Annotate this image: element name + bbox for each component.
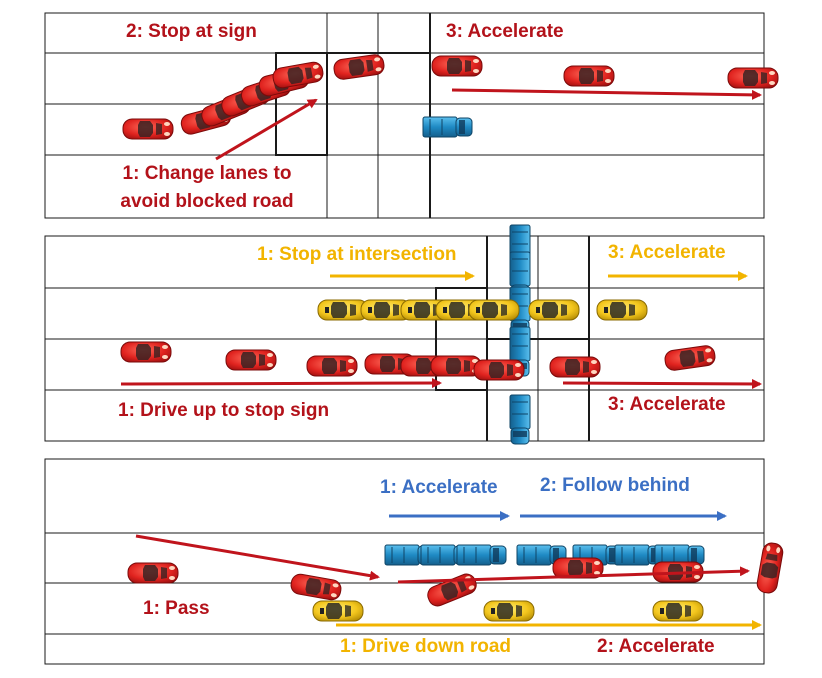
label-drive-up: 1: Drive up to stop sign — [118, 400, 329, 421]
red-car-icon — [225, 349, 277, 371]
panel-1-border — [44, 12, 765, 219]
red-car-icon — [431, 55, 483, 77]
label-accelerate-bottom: 3: Accelerate — [608, 394, 726, 415]
blue-truck-icon — [456, 544, 507, 566]
label-accelerate-blue: 1: Accelerate — [380, 477, 498, 498]
panel-3: 1: Accelerate 2: Follow behind 1: Pass 1… — [44, 458, 785, 665]
label-accelerate-red: 2: Accelerate — [597, 636, 715, 657]
blue-truck-icon — [509, 394, 531, 445]
panel-1: 2: Stop at sign 3: Accelerate 1: Change … — [44, 12, 779, 219]
red-car-icon — [120, 341, 172, 363]
red-car-icon — [473, 359, 525, 381]
red-car-icon — [563, 65, 615, 87]
label-change-lanes-1: 1: Change lanes to — [123, 163, 292, 184]
yellow-car-icon — [528, 299, 580, 321]
arrow-icon — [215, 98, 318, 161]
yellow-car-icon — [312, 600, 364, 622]
yellow-car-icon — [468, 299, 520, 321]
label-accelerate: 3: Accelerate — [446, 21, 564, 42]
label-pass: 1: Pass — [143, 598, 210, 619]
panel-2: 1: Stop at intersection 3: Accelerate 1:… — [44, 224, 765, 445]
label-stop-at-intersection: 1: Stop at intersection — [257, 244, 457, 265]
label-drive-down-road: 1: Drive down road — [340, 636, 511, 657]
arrow-icon — [120, 378, 442, 389]
red-car-icon — [549, 356, 601, 378]
arrow-icon — [397, 566, 750, 584]
label-accelerate-top: 3: Accelerate — [608, 242, 726, 263]
label-follow-behind: 2: Follow behind — [540, 475, 690, 496]
red-car-icon — [727, 67, 779, 89]
yellow-car-icon — [596, 299, 648, 321]
label-stop-at-sign: 2: Stop at sign — [126, 21, 257, 42]
yellow-car-icon — [652, 600, 704, 622]
red-car-icon — [430, 355, 482, 377]
red-car-icon — [127, 562, 179, 584]
red-car-icon — [122, 118, 174, 140]
arrow-icon — [451, 88, 762, 100]
yellow-car-icon — [483, 600, 535, 622]
red-car-icon — [306, 355, 358, 377]
arrow-icon — [135, 534, 380, 581]
arrow-icon — [562, 378, 762, 389]
stop-zone — [275, 52, 328, 156]
blue-truck-icon — [422, 116, 473, 138]
label-change-lanes-2: avoid blocked road — [120, 191, 293, 212]
